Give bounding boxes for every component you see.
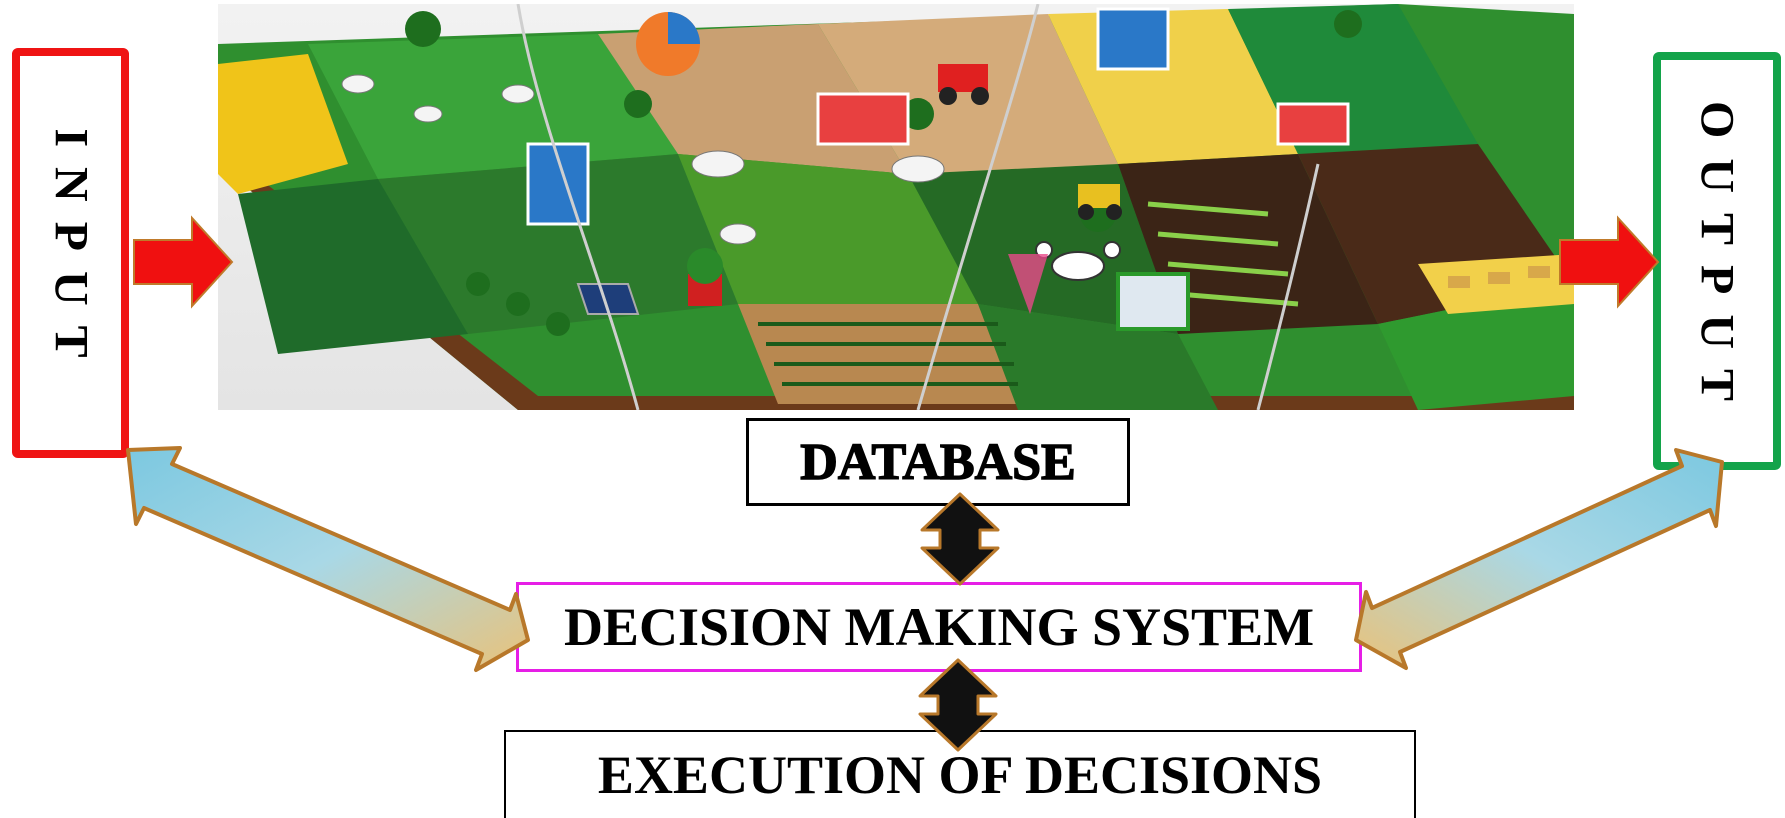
decision-making-system-box: DECISION MAKING SYSTEM	[516, 582, 1362, 672]
input-to-farm-arrow	[133, 215, 234, 309]
database-label: DATABASE	[800, 433, 1077, 492]
farm-to-output-arrow	[1559, 215, 1660, 309]
decision-making-system-label: DECISION MAKING SYSTEM	[563, 597, 1315, 657]
input-box: INPUT	[12, 48, 129, 458]
execution-of-decisions-label: EXECUTION OF DECISIONS	[597, 745, 1323, 805]
execution-of-decisions-box: EXECUTION OF DECISIONS	[504, 730, 1416, 818]
database-decision-arrow	[920, 492, 1000, 586]
database-box: DATABASE	[746, 418, 1130, 506]
decision-execution-arrow	[918, 658, 998, 752]
input-decision-feedback-arrow	[126, 446, 530, 672]
smart-farm-illustration	[218, 4, 1574, 410]
output-decision-feedback-arrow	[1354, 448, 1724, 670]
